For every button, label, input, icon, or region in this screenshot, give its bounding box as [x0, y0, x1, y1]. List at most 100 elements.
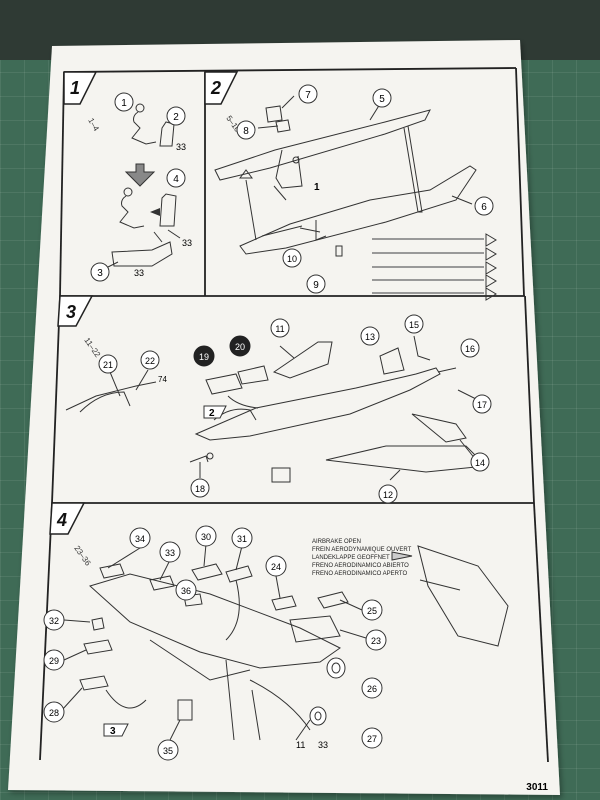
panel4-drawings — [61, 543, 509, 741]
leader-28 — [61, 687, 83, 711]
leader-33 — [159, 559, 171, 581]
pilot-head-2 — [123, 187, 133, 197]
svg-text:15: 15 — [409, 320, 419, 330]
label-33a: 33 — [176, 142, 186, 152]
callout-34: 34 — [129, 527, 151, 549]
callout-28: 28 — [43, 701, 65, 723]
panel-lines — [261, 225, 321, 237]
svg-text:3: 3 — [97, 268, 103, 279]
svg-text:27: 27 — [367, 734, 377, 744]
leader-11 — [279, 345, 295, 359]
part-7 — [265, 105, 283, 123]
svg-text:6: 6 — [481, 202, 487, 213]
leader-6 — [451, 195, 473, 205]
pilot-figure-part-1 — [131, 111, 157, 145]
route-curve-2 — [249, 679, 311, 731]
part-33-shape — [149, 575, 175, 591]
canopy-arrow-path — [227, 395, 259, 409]
svg-text:2: 2 — [210, 78, 221, 98]
svg-text:28: 28 — [49, 708, 59, 718]
wing-part-14 — [411, 413, 467, 443]
right-arrow-icon — [150, 208, 160, 216]
svg-text:11: 11 — [275, 324, 284, 334]
wheel-part-26 — [326, 657, 346, 679]
svg-text:13: 13 — [365, 332, 375, 342]
part-31-shape — [225, 565, 253, 583]
route-curve-3 — [225, 579, 240, 641]
callout-8: 8 — [236, 120, 256, 140]
leader-23 — [339, 629, 367, 639]
seat-part-4 — [159, 193, 177, 227]
callout-3: 3 — [90, 262, 110, 282]
pilot-head-1 — [135, 103, 145, 113]
callout-6: 6 — [474, 196, 494, 216]
svg-text:29: 29 — [49, 656, 59, 666]
svg-text:4: 4 — [173, 174, 179, 185]
callout-30: 30 — [195, 525, 217, 547]
part-8 — [275, 119, 291, 133]
leader-32 — [63, 619, 91, 623]
leader-assembly — [153, 231, 163, 243]
part-24-shape — [271, 595, 297, 611]
callout-17: 17 — [472, 394, 492, 414]
panel-top-border — [63, 67, 517, 73]
leader-21 — [109, 371, 121, 397]
airbrake-detail — [417, 545, 509, 647]
callout-1: 1 — [114, 92, 134, 112]
up-arrow-icon — [239, 169, 253, 179]
svg-text:7: 7 — [305, 90, 311, 101]
fuselage-half-part-5 — [214, 109, 431, 181]
callout-2: 2 — [166, 106, 186, 126]
svg-text:5: 5 — [379, 94, 385, 105]
part-20 — [237, 365, 269, 385]
svg-text:31: 31 — [237, 534, 247, 544]
panel2-drawings — [214, 95, 477, 257]
callout-16: 16 — [460, 338, 480, 358]
callout-5: 5 — [372, 88, 392, 108]
part-32-shape — [91, 617, 105, 631]
panel1-left-border — [59, 71, 65, 297]
assembly-line-2 — [273, 185, 287, 201]
boxed-label-2: 2 — [203, 405, 227, 419]
svg-text:14: 14 — [475, 458, 485, 468]
callout-21: 21 — [98, 354, 118, 374]
svg-text:36: 36 — [181, 586, 191, 596]
svg-text:17: 17 — [477, 400, 487, 410]
boxed-label-3: 3 — [103, 723, 129, 737]
callout-13: 13 — [360, 326, 380, 346]
callout-35: 35 — [157, 739, 179, 761]
part-34-shape — [99, 563, 125, 579]
svg-text:12: 12 — [383, 490, 393, 500]
part-18-wheel — [206, 452, 214, 460]
part-18 — [189, 455, 209, 463]
part-9 — [335, 245, 343, 257]
callout-23: 23 — [365, 629, 387, 651]
label-33b: 33 — [182, 238, 192, 248]
cockpit-closeup-outline — [65, 381, 157, 411]
svg-text:FRENO AERODINAMICO APERTO: FRENO AERODINAMICO APERTO — [312, 571, 407, 577]
part-10-leader — [315, 220, 327, 241]
svg-text:3: 3 — [66, 302, 76, 322]
svg-text:AIRBRAKE OPEN: AIRBRAKE OPEN — [312, 539, 361, 545]
callout-15: 15 — [404, 314, 424, 334]
cockpit-insert — [275, 149, 303, 189]
wheel-part-27 — [309, 706, 327, 726]
svg-text:18: 18 — [195, 484, 205, 494]
assembly-line-1 — [245, 179, 257, 241]
callout-9: 9 — [306, 274, 326, 294]
svg-text:4: 4 — [56, 510, 67, 530]
callout-12: 12 — [378, 484, 398, 504]
callout-25: 25 — [361, 599, 383, 621]
fuselage-assembled — [194, 367, 441, 441]
warning-notes — [372, 233, 497, 301]
gear-bay-outline — [149, 639, 251, 681]
callout-29: 29 — [43, 649, 65, 671]
svg-text:FRENO AERODINAMICO ABIERTO: FRENO AERODINAMICO ABIERTO — [312, 563, 409, 569]
part-30-shape — [191, 563, 223, 581]
svg-text:22: 22 — [145, 356, 155, 366]
pilot-figure-assembled — [119, 195, 145, 229]
part-35-shape — [177, 699, 193, 721]
svg-text:30: 30 — [201, 532, 211, 542]
svg-text:1: 1 — [121, 98, 127, 109]
callout-32: 32 — [43, 609, 65, 631]
